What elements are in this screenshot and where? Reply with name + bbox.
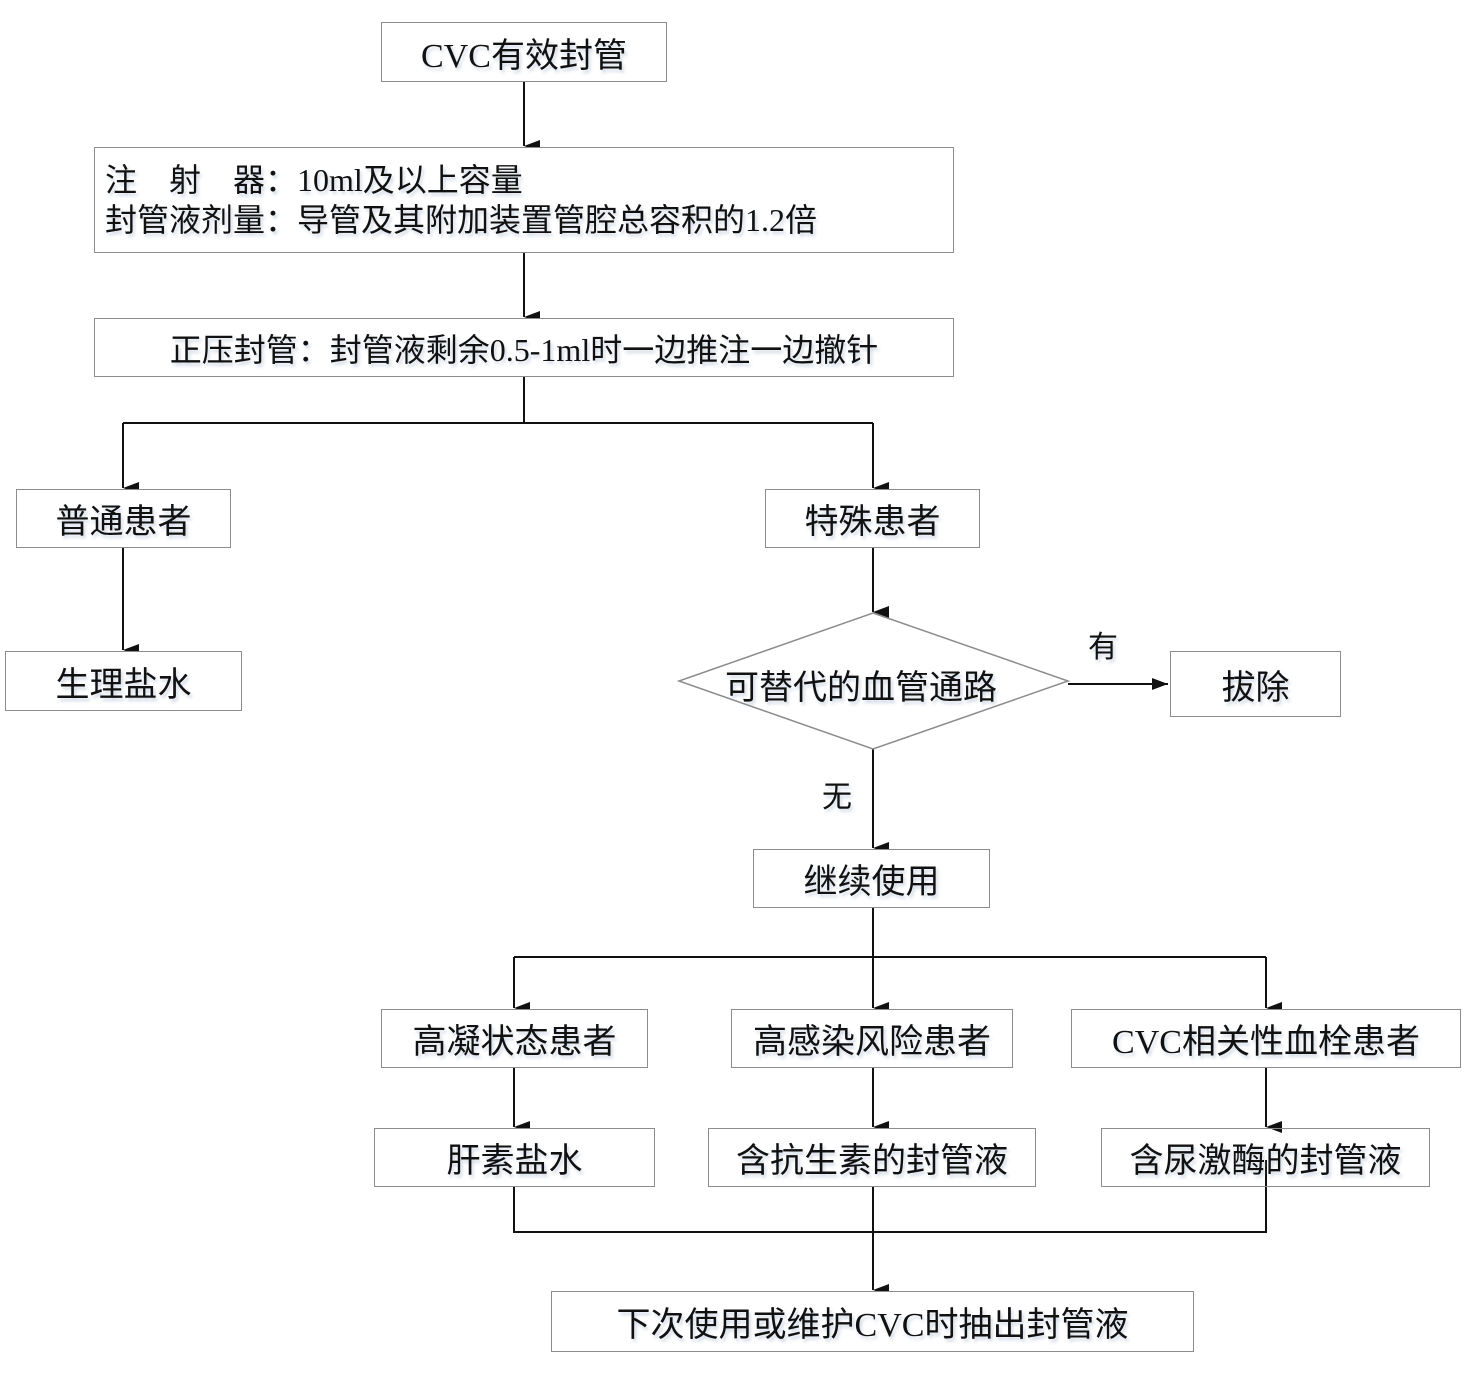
saline-box: 生理盐水 [5,651,242,711]
spec-line-syringe: 注 射 器：10ml及以上容量 [105,162,523,198]
normal-patient-text: 普通患者 [55,502,192,542]
final-step-text: 下次使用或维护CVC时抽出封管液 [616,1307,1129,1344]
spec-box: 注 射 器：10ml及以上容量 封管液剂量：导管及其附加装置管腔总容积的1.2倍 [94,147,954,253]
yes-label: 有 [1088,630,1118,665]
saline-text: 生理盐水 [55,664,192,705]
line-merge [513,1160,1267,1233]
heparin-text: 肝素盐水 [446,1141,583,1181]
positive-pressure-box: 正压封管：封管液剩余0.5-1ml时一边推注一边撤针 [94,318,954,377]
thrombosis-text: CVC相关性血栓患者 [1112,1024,1420,1061]
urokinase-text: 含尿激酶的封管液 [1129,1141,1402,1181]
hypercoag-text: 高凝状态患者 [412,1022,617,1062]
thrombosis-box: CVC相关性血栓患者 [1071,1009,1461,1068]
infection-risk-box: 高感染风险患者 [731,1009,1013,1068]
spec-line-dose: 封管液剂量：导管及其附加装置管腔总容积的1.2倍 [105,202,818,238]
antibiotic-box: 含抗生素的封管液 [708,1128,1036,1187]
decision-diamond [676,612,1071,750]
urokinase-box: 含尿激酶的封管液 [1101,1128,1430,1187]
continue-use-box: 继续使用 [753,849,990,908]
heparin-box: 肝素盐水 [374,1128,655,1187]
title-box: CVC有效封管 [381,22,667,82]
positive-pressure-text: 正压封管：封管液剩余0.5-1ml时一边推注一边撤针 [169,331,879,368]
no-label: 无 [822,780,852,815]
remove-text: 拔除 [1221,667,1290,708]
title-text: CVC有效封管 [421,37,627,75]
remove-box: 拔除 [1170,651,1341,717]
infection-risk-text: 高感染风险患者 [753,1022,991,1062]
decision-text: 可替代的血管通路 [725,668,997,708]
antibiotic-text: 含抗生素的封管液 [736,1141,1008,1181]
hypercoag-box: 高凝状态患者 [381,1009,648,1068]
final-step-box: 下次使用或维护CVC时抽出封管液 [551,1291,1194,1352]
special-patient-text: 特殊患者 [804,502,941,542]
special-patient-box: 特殊患者 [765,489,980,548]
continue-use-text: 继续使用 [803,862,940,902]
normal-patient-box: 普通患者 [16,489,231,548]
